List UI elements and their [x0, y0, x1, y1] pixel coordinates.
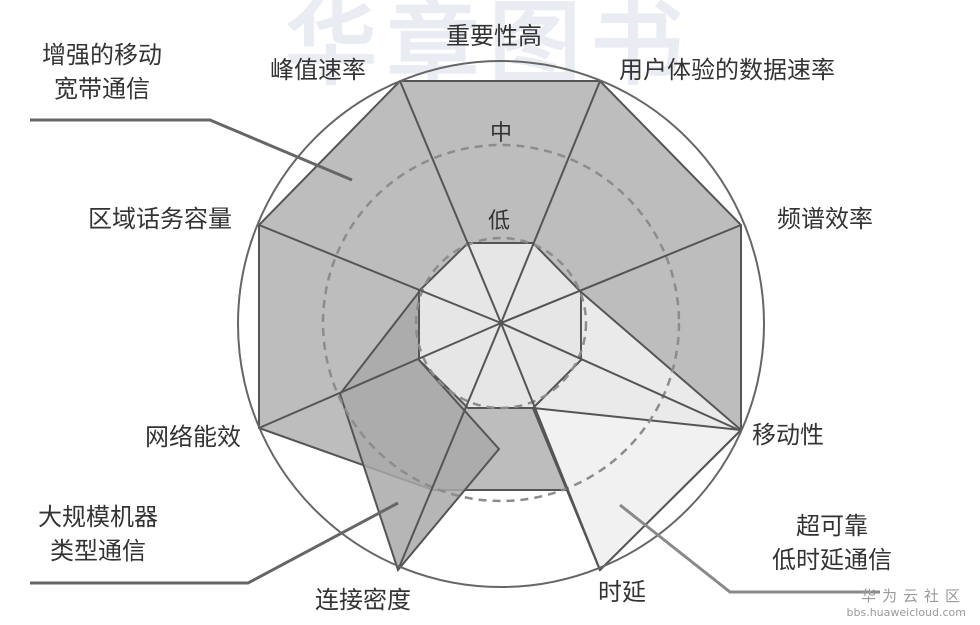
high-level-circle	[237, 60, 765, 588]
axis-label-peak-rate: 峰值速率	[270, 56, 366, 84]
low-level-circle	[414, 236, 588, 410]
embb-line2: 宽带通信	[54, 75, 150, 103]
brand-url: bbs.huaweicloud.com	[846, 606, 966, 619]
mmtc-callout-line	[30, 501, 399, 585]
axis-label-area-traffic-capacity: 区域话务容量	[88, 205, 232, 233]
mmtc-line2: 类型通信	[50, 537, 146, 565]
embb-line1: 增强的移动	[42, 41, 162, 69]
embb-callout-line	[30, 118, 353, 182]
urllc-line1: 超可靠	[796, 512, 868, 540]
urllc-callout-line	[619, 503, 880, 594]
axis-label-network-energy-efficiency: 网络能效	[145, 423, 241, 451]
axis-label-mobility: 移动性	[752, 421, 824, 449]
mmtc-line1: 大规模机器	[38, 503, 158, 531]
axis-label-spectrum-efficiency: 频谱效率	[777, 205, 873, 233]
brand-watermark: 华为云社区 bbs.huaweicloud.com	[847, 585, 966, 619]
axis-label-latency: 时延	[598, 578, 646, 606]
brand-name: 华为云社区	[860, 587, 966, 605]
mid-level-circle	[321, 143, 681, 503]
axis-label-connection-density: 连接密度	[315, 586, 411, 614]
spokes	[258, 80, 742, 571]
urllc-line2: 低时延通信	[772, 546, 892, 574]
title-importance-high: 重要性高	[446, 22, 542, 50]
axis-label-user-experienced-rate: 用户体验的数据速率	[619, 56, 835, 84]
level-low-label: 低	[488, 209, 511, 234]
scenario-label-urllc: 超可靠 低时延通信	[772, 509, 892, 577]
scenario-label-mmtc: 大规模机器 类型通信	[38, 500, 158, 568]
scenario-label-embb: 增强的移动 宽带通信	[42, 38, 162, 106]
level-mid-label: 中	[490, 121, 513, 146]
